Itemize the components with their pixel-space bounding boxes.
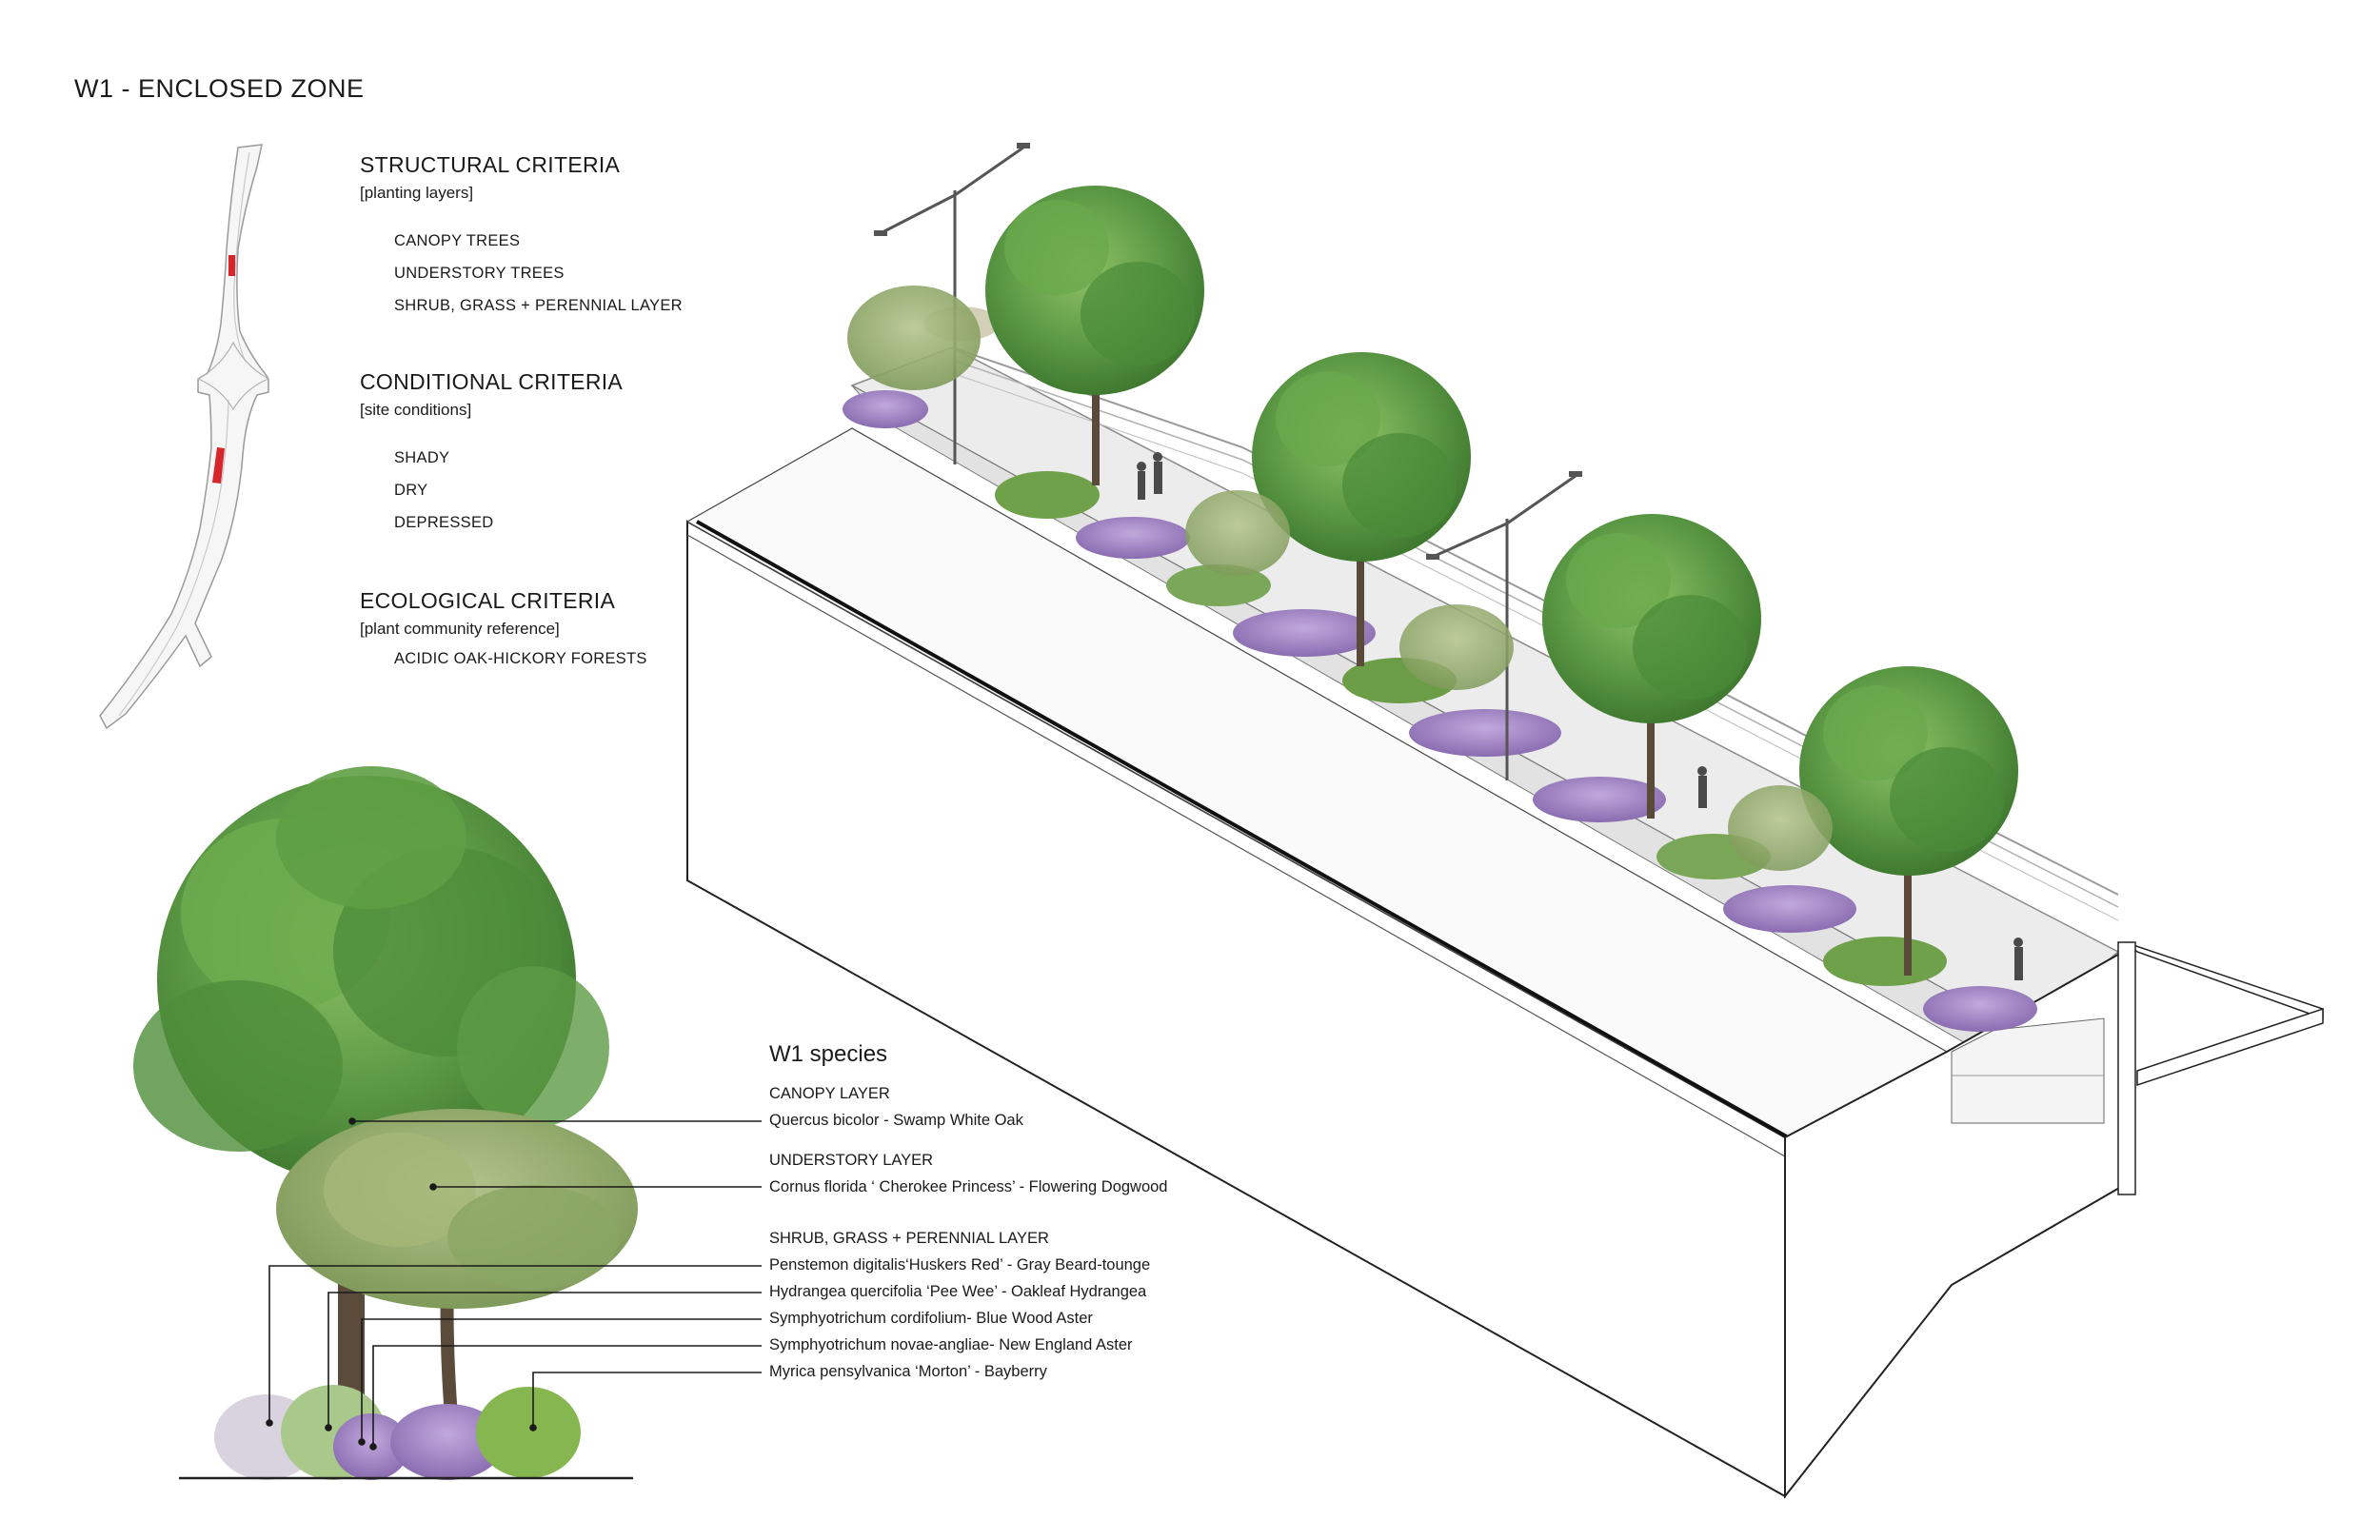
- conditional-criteria-heading: CONDITIONAL CRITERIA: [360, 369, 624, 394]
- species-leader-lines: [266, 1117, 762, 1451]
- deck-tree: [1252, 352, 1471, 666]
- species-item: Symphyotrichum cordifolium- Blue Wood As…: [769, 1310, 1093, 1327]
- site-map: [99, 144, 270, 730]
- criteria-item: CANOPY TREES: [394, 232, 521, 249]
- criteria-item: SHRUB, GRASS + PERENNIAL LAYER: [394, 297, 683, 314]
- species-item: Myrica pensylvanica ‘Morton’ - Bayberry: [769, 1363, 1047, 1380]
- criteria-item: SHADY: [394, 449, 450, 466]
- zone-highlight-north: [228, 255, 235, 276]
- new-england-aster: [390, 1404, 505, 1480]
- canopy-layer-heading: CANOPY LAYER: [769, 1085, 890, 1102]
- zone-highlight-south: [212, 447, 225, 484]
- understory-layer-heading: UNDERSTORY LAYER: [769, 1152, 934, 1169]
- species-item: Symphyotrichum novae-angliae- New Englan…: [769, 1336, 1133, 1353]
- species-item: Penstemon digitalis‘Huskers Red’ - Gray …: [769, 1256, 1151, 1273]
- species-title: W1 species: [769, 1041, 888, 1067]
- bayberry-shrub: [476, 1387, 581, 1478]
- species-item: Cornus florida ‘ Cherokee Princess’ - Fl…: [769, 1178, 1168, 1195]
- layered-tree-illustration: [133, 766, 638, 1480]
- corridor-outline: [99, 144, 269, 730]
- deck-tree: [985, 186, 1204, 485]
- isometric-section: [685, 346, 2324, 1499]
- criteria-item: DEPRESSED: [394, 514, 494, 531]
- shrub-layer-heading: SHRUB, GRASS + PERENNIAL LAYER: [769, 1230, 1049, 1247]
- deck-tree: [1799, 666, 2018, 976]
- deck-canopy-trees: [847, 186, 2018, 976]
- criteria-item: DRY: [394, 482, 428, 499]
- conditional-criteria-subheading: [site conditions]: [360, 401, 472, 419]
- criteria-item: UNDERSTORY TREES: [394, 265, 565, 282]
- species-item: Hydrangea quercifolia ‘Pee Wee’ - Oaklea…: [769, 1283, 1147, 1300]
- structural-criteria-subheading: [planting layers]: [360, 184, 474, 202]
- people: [1137, 452, 2023, 980]
- criteria-item: ACIDIC OAK-HICKORY FORESTS: [394, 650, 647, 667]
- deck-tree: [1542, 514, 1761, 819]
- species-item: Quercus bicolor - Swamp White Oak: [769, 1112, 1023, 1129]
- ecological-criteria-heading: ECOLOGICAL CRITERIA: [360, 588, 616, 613]
- page-title: W1 - ENCLOSED ZONE: [74, 74, 365, 103]
- ecological-criteria-subheading: [plant community reference]: [360, 620, 560, 638]
- structural-criteria-heading: STRUCTURAL CRITERIA: [360, 152, 621, 177]
